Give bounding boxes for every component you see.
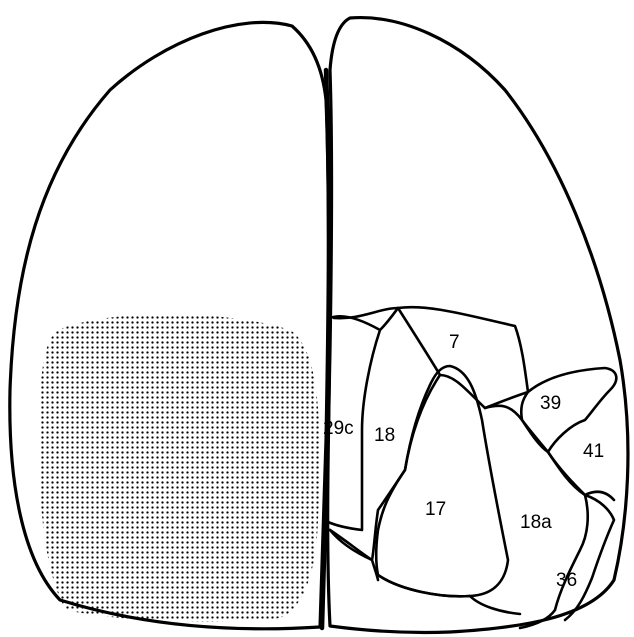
label-area-18a: 18a xyxy=(520,512,552,533)
area-7-boundary xyxy=(398,307,528,408)
label-area-18: 18 xyxy=(374,425,395,446)
label-area-29c: 29c xyxy=(323,418,354,439)
area-17-boundary xyxy=(376,366,508,596)
stippled-region xyxy=(39,314,320,621)
label-area-41: 41 xyxy=(583,441,604,462)
label-area-7: 7 xyxy=(449,332,460,353)
label-area-17: 17 xyxy=(425,499,446,520)
label-area-39: 39 xyxy=(540,393,561,414)
lower-area-boundary xyxy=(378,575,520,614)
label-area-36: 36 xyxy=(556,570,577,591)
